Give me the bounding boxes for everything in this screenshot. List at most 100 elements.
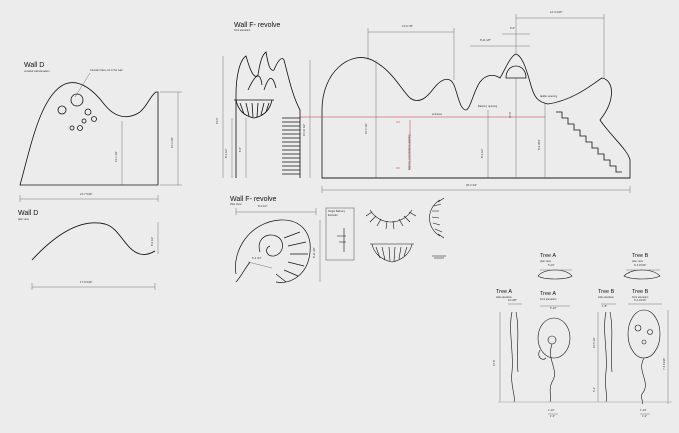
tree-b-plan-dim: 6'-4 15/16" [634,264,647,267]
tree-a-front-subtitle: front elevation [540,298,557,301]
wall-f-plan-dim-depth: 8'-11 1/8" [313,247,316,258]
wall-f-label-ladder: ladder opening [540,95,558,98]
tree-a-side-dim-top: 10'-3/8" [508,299,517,302]
wall-d-elevation-outline [19,82,159,186]
tree-a-plan [537,269,573,280]
tree-b-front-dim-bottom2: 1'-0" [642,415,648,418]
tree-a-side [510,311,519,403]
balcony-detail-box [325,207,355,261]
wall-f-plan-title: Wall F- revolve [230,196,277,203]
wall-f-dim-mid-right: 15'-10 1/2" [303,123,306,136]
tree-a-front-dim-bottom2: 1'-0" [550,415,556,418]
wall-f-stair-right [556,111,622,173]
tree-a-front-title: Tree A [540,291,556,297]
tree-a-plan-dim: 5'-10" [548,264,555,267]
wall-f-dim-right-height: 8'-3 3/16" [538,139,541,150]
wall-f-elevation [234,51,631,179]
wall-d-elevation-dimensions [19,72,182,202]
tree-b-front-subtitle: front elevation [632,296,649,299]
wall-f-label-vertical-note: balcony over entrance opening [408,134,411,170]
wall-f-left-tower [235,51,301,178]
wall-f-plan [235,219,311,283]
tree-b-front-title: Tree B [632,289,649,295]
balcony-detail [325,207,355,261]
wall-f-plan-spiral-inner [258,234,283,257]
tree-a-front [537,317,571,403]
balcony-plan-views [365,197,446,263]
tree-b-side-dim-lower: 5'-1" [593,386,596,392]
wall-f-main-outline [321,53,631,179]
wall-f-dim-center-height: 16'-1 1/2" [365,123,368,134]
wall-f-dim-top-small: 9'-0" [510,27,516,30]
wall-f-plan-spiral-outer [235,219,311,283]
tree-b-front-dim-bottom: 1'-10" [640,409,647,412]
wall-d-plan-subtitle: plan view [18,218,29,221]
wall-d-dim-width: 21'-7 5/16" [80,193,93,196]
tree-a-front-dim-top: 5'-10" [550,307,557,310]
tree-a-side-title: Tree A [496,289,512,295]
wall-d-plan-dim-width: 17'-9 5/16" [80,281,93,284]
wall-f-plan-subtitle: Plan View [230,203,242,206]
wall-f-plan-dim-inner: 6'-4 3/4" [252,257,262,260]
wall-f-dim-mid-lower: 6'-5" [239,146,242,152]
balcony-elevation [370,243,414,263]
wall-f-dim-top-span: 13'-9 7/8" [402,25,413,28]
balcony-detail-title: Single Balcony [328,210,346,213]
wall-d-elevation-title: Wall D [24,62,45,69]
wall-d-plan-dimensions [31,222,159,290]
wall-d-hole [69,125,75,131]
wall-d-plan [31,222,156,261]
wall-d-plan-title: Wall D [18,210,39,217]
wall-d-hole [70,93,84,107]
tree-b-side-dim-top: 1'-8" [602,305,608,308]
wall-f-plan-dimensions [235,208,321,282]
wall-f-dim-left-total: 19'-0" [216,117,219,124]
tree-dimensions [498,269,672,415]
wall-f-label-entrance: entrance [432,113,443,116]
wall-d-elevation-subtitle: unrolled wall elevation [24,70,50,73]
balcony-plan-side [429,199,441,237]
wall-d-plan-curve [31,222,156,261]
wall-d-hole [57,105,67,115]
wall-d-hole [77,125,83,131]
wall-d-hole [84,108,92,116]
wall-f-dim-top-right: 12'-3 3/16" [550,11,563,14]
wall-f-dim-opening: 10'-6" [509,111,512,118]
wall-f-dim-left-lower: 8'-3 1/2" [225,148,228,159]
wall-f-balcony [234,99,274,119]
tree-a-front-dim-bottom: 1'-10" [548,409,555,412]
tree-b-plan-title: Tree B [632,253,649,259]
wall-d-callout: Circular holes cut in the wall [90,69,123,72]
wall-f-stair [282,117,300,175]
balcony-detail-subtitle: Extruder [328,214,338,217]
wall-f-elevation-dimensions [222,14,631,193]
wall-d-dim-height-right: 15'-1 3/4" [171,137,174,148]
tree-b-front-dim-top: 6'-4 15/16" [634,299,647,302]
wall-f-dim-base: 45'-2 3/4" [466,184,477,187]
wall-f-dim-center-width: 8'-11 1/8" [480,39,491,42]
wall-f-plan-dim-width: 8'-0 1/2" [258,205,268,208]
tree-a-plan-subtitle: plan view [540,260,551,263]
wall-f-dim-balcony-height: 8'-3 1/2" [481,148,484,159]
tree-b-plan [623,269,661,280]
balcony-plan-top [369,209,413,223]
tree-a-side-subtitle: side elevation [496,296,512,299]
tree-b-front [627,309,661,405]
wall-d-hole [91,116,97,122]
wall-d-dim-height-inner: 13'-1 1/2" [115,151,118,162]
wall-d-elevation [19,82,159,186]
wall-f-elevation-subtitle: front elevation [234,29,251,32]
tree-b-side-dim-height: 15'-5 1/2" [593,337,596,348]
tree-b-side-title: Tree B [598,289,615,295]
tree-a-plan-title: Tree A [540,253,556,259]
wall-f-elevation-title: Wall F- revolve [234,22,281,29]
tree-b-side-subtitle: side elevation [598,296,614,299]
wall-d-plan-dim-depth: 8'-3 1/2" [151,236,154,247]
tree-b-front-dim-right: 7'-5 13/16" [663,357,666,370]
tree-a-side-dim-height: 15'-6" [493,359,496,366]
wall-f-label-balcony: Balcony opening [478,105,498,108]
wall-f-ladder-opening [505,65,527,79]
tree-b-plan-subtitle: plan view [632,260,643,263]
